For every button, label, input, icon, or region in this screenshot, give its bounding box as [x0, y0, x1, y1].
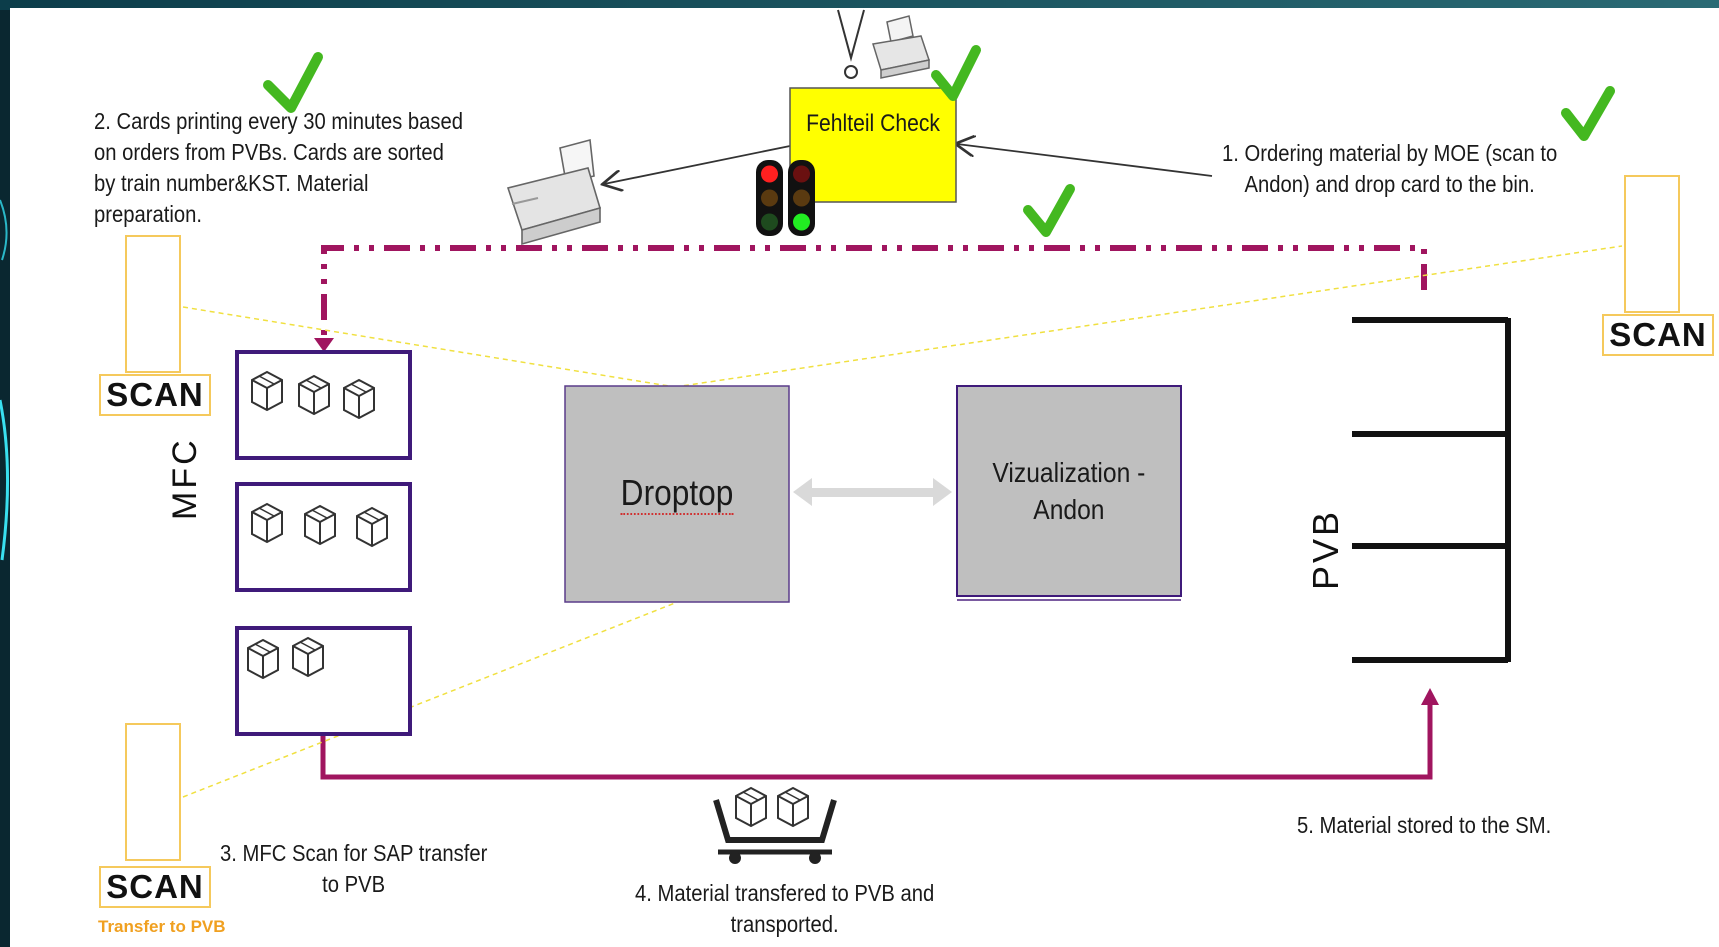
- check-icon: [263, 52, 323, 113]
- mfc-label: MFC: [166, 437, 204, 520]
- step-1-text: 1. Ordering material by MOE (scan to And…: [1222, 140, 1558, 197]
- cart-icon: [713, 787, 837, 864]
- hook-icon: [837, 9, 865, 62]
- vizualization-box: [956, 385, 1182, 597]
- package-box-icon: [247, 639, 279, 679]
- package-box-icon: [343, 379, 375, 419]
- bidirectional-arrow: [793, 478, 952, 506]
- printer-icon: [506, 138, 601, 246]
- fehlteil-check-text: Fehlteil Check: [806, 110, 940, 137]
- traffic-light-icon: [756, 160, 783, 236]
- package-box-icon: [292, 637, 324, 677]
- droptop-label: Droptop: [565, 386, 789, 602]
- check-icon: [1561, 86, 1615, 141]
- hook-ring-icon: [844, 65, 858, 79]
- scan-link-line: [182, 602, 676, 798]
- scan-label-left-bottom: SCAN: [99, 866, 211, 908]
- fehlteil-check-label: Fehlteil Check: [790, 88, 956, 160]
- scan-label-left-top: SCAN: [99, 374, 211, 416]
- package-box-icon: [251, 503, 283, 543]
- pvb-label: PVB: [1305, 508, 1346, 590]
- printer-icon: [872, 15, 930, 79]
- droptop-box: [564, 385, 790, 603]
- delivery-flow-line: [320, 695, 1433, 780]
- return-flow-line: [321, 245, 1427, 345]
- step-5-text: 5. Material stored to the SM.: [1297, 812, 1552, 838]
- vizualization-text: Vizualization - Andon: [992, 457, 1146, 525]
- scan-link-line: [674, 245, 1623, 388]
- arrow-head: [314, 338, 334, 352]
- scan-label-right: SCAN: [1602, 314, 1714, 356]
- droptop-text: Droptop: [620, 472, 734, 515]
- scanner-frame: [125, 723, 181, 861]
- print-arrow: [604, 145, 791, 184]
- scan-link-line: [182, 306, 676, 388]
- check-icon: [931, 45, 981, 101]
- package-box-icon: [251, 371, 283, 411]
- scanner-frame: [1624, 175, 1680, 313]
- traffic-light-icon: [788, 160, 815, 236]
- package-box-icon: [304, 505, 336, 545]
- package-box-icon: [356, 507, 388, 547]
- check-icon: [1023, 184, 1075, 237]
- step-3-text: 3. MFC Scan for SAP transfer to PVB: [220, 840, 488, 897]
- order-arrow: [957, 144, 1213, 177]
- pvb-rack: [1352, 317, 1511, 663]
- transfer-to-pvb-label: Transfer to PVB: [98, 917, 226, 936]
- fehlteil-check-box: [789, 87, 957, 203]
- scanner-frame: [125, 235, 181, 373]
- vizualization-label: Vizualization - Andon: [957, 386, 1181, 596]
- step-2-text: 2. Cards printing every 30 minutes based…: [94, 108, 464, 227]
- step-4-text: 4. Material transfered to PVB and transp…: [635, 880, 935, 937]
- package-box-icon: [298, 375, 330, 415]
- arrow-head: [1421, 688, 1439, 705]
